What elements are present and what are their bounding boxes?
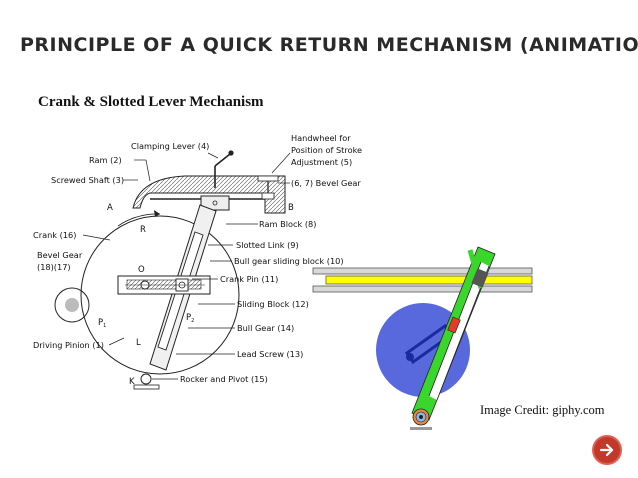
next-slide-button[interactable] xyxy=(594,437,620,463)
label-handwheel-line3: Adjustment (5) xyxy=(291,157,352,167)
label-screwed-shaft: Screwed Shaft (3) xyxy=(51,175,124,185)
animation-frame xyxy=(312,246,533,430)
label-lead-screw: Lead Screw (13) xyxy=(237,349,303,359)
label-bull-gear: Bull Gear (14) xyxy=(237,323,294,333)
letter-p2: P2 xyxy=(186,313,194,324)
ram-block-dark xyxy=(471,268,489,288)
label-crank: Crank (16) xyxy=(33,230,76,240)
label-clamping-lever: Clamping Lever (4) xyxy=(131,141,209,151)
label-rocker-and-pivot: Rocker and Pivot (15) xyxy=(180,374,268,384)
label-driving-pinion: Driving Pinion (1) xyxy=(33,340,104,350)
label-bevel-gear-line1: Bevel Gear xyxy=(37,250,83,260)
letter-r: R xyxy=(140,225,146,235)
label-bevel-gear-line2: (18)(17) xyxy=(37,262,71,272)
image-credit: Image Credit: giphy.com xyxy=(480,403,605,417)
label-sliding-block: Sliding Block (12) xyxy=(237,299,309,309)
arrow-right-icon xyxy=(599,443,614,457)
letter-o: O xyxy=(138,265,145,275)
rocker-pivot-shape xyxy=(140,373,152,385)
letter-a: A xyxy=(107,203,113,213)
label-handwheel-line1: Handwheel for xyxy=(291,133,351,143)
letter-k: K xyxy=(129,377,135,387)
letter-l: L xyxy=(136,338,141,348)
ram-rail-top xyxy=(312,267,533,275)
sliding-block-red xyxy=(447,316,461,334)
page-title: PRINCIPLE OF A QUICK RETURN MECHANISM (A… xyxy=(20,34,638,56)
ram-rail-bottom xyxy=(312,285,533,293)
label-handwheel-line2: Position of Stroke xyxy=(291,145,362,155)
bull-gear-shape xyxy=(80,215,240,375)
label-bull-gear-sliding-block: Bull gear sliding block (10) xyxy=(234,256,344,266)
label-bevel-gear-67: (6, 7) Bevel Gear xyxy=(291,178,361,188)
label-ram: Ram (2) xyxy=(89,155,122,165)
line-diagram: Clamping Lever (4) Handwheel for Positio… xyxy=(33,133,362,390)
letter-p1: P1 xyxy=(98,318,106,329)
label-ram-block: Ram Block (8) xyxy=(259,219,316,229)
ram-shape xyxy=(132,175,286,214)
diagram-subtitle: Crank & Slotted Lever Mechanism xyxy=(38,94,264,110)
label-slotted-link: Slotted Link (9) xyxy=(236,240,299,250)
label-crank-pin: Crank Pin (11) xyxy=(220,274,278,284)
letter-b: B xyxy=(288,203,294,213)
ram-block-shape xyxy=(200,195,230,211)
ram-bar xyxy=(325,275,533,285)
